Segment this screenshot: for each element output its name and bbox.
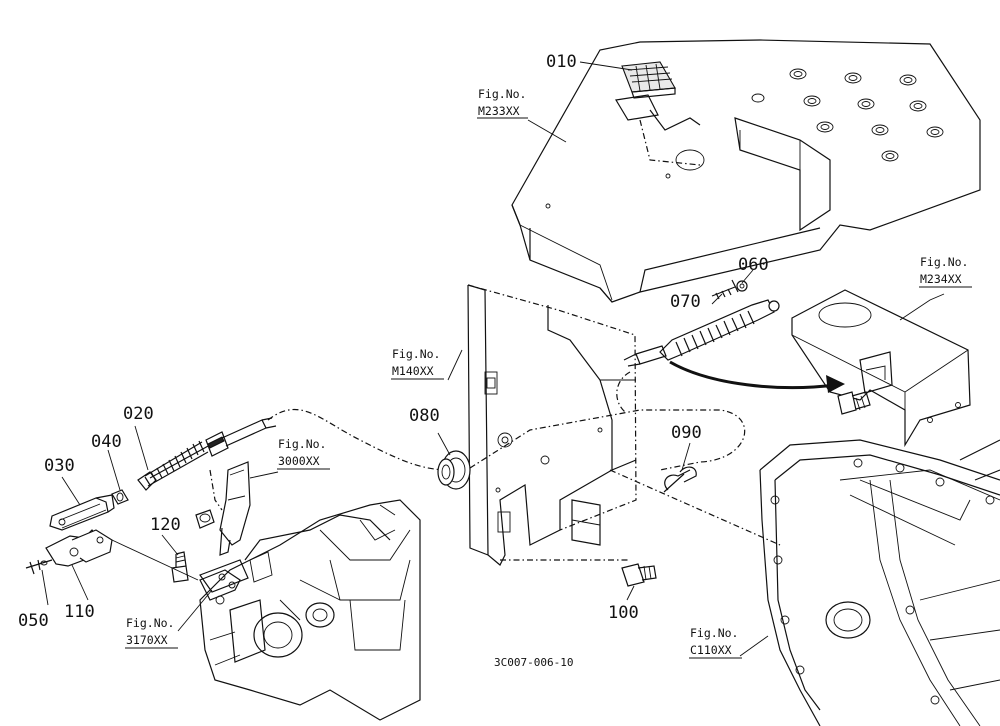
- bracket-bolt: [837, 391, 871, 415]
- fig-ref-code: M233XX: [478, 104, 520, 118]
- part-label-040: 040: [91, 432, 122, 452]
- fig-ref-label: Fig.No.: [478, 87, 526, 101]
- clip-090: [663, 466, 697, 493]
- part-label-100: 100: [608, 603, 639, 623]
- accelerator-pedal: [615, 61, 701, 166]
- pedal-bracket: [791, 289, 971, 448]
- mounting-panel: [467, 284, 781, 566]
- bolt-100: [621, 563, 657, 587]
- fig-ref-code: M234XX: [920, 272, 962, 286]
- assembly-arrow: [669, 360, 845, 393]
- part-label-110: 110: [64, 602, 95, 622]
- figure-references: Fig.No. M233XX Fig.No. M234XX Fig.No. M1…: [125, 87, 972, 659]
- governor-bracket: [195, 461, 251, 593]
- fig-ref-m140xx[interactable]: Fig.No. M140XX: [391, 347, 444, 380]
- part-label-010: 010: [546, 52, 577, 72]
- fig-ref-label: Fig.No.: [126, 616, 174, 630]
- part-number-labels: 010 020 030 040 050 060 070 080 090 100 …: [18, 52, 769, 631]
- fig-ref-label: Fig.No.: [392, 347, 440, 361]
- fig-ref-code: M140XX: [392, 364, 434, 378]
- part-label-050: 050: [18, 611, 49, 631]
- fig-ref-m233xx[interactable]: Fig.No. M233XX: [477, 87, 528, 119]
- fig-ref-3170xx[interactable]: Fig.No. 3170XX: [125, 616, 178, 649]
- part-label-020: 020: [123, 404, 154, 424]
- fig-ref-label: Fig.No.: [690, 626, 738, 640]
- fig-ref-label: Fig.No.: [278, 437, 326, 451]
- fig-ref-3000xx[interactable]: Fig.No. 3000XX: [277, 437, 330, 470]
- bolt-120: [171, 551, 189, 583]
- clevis-030: [49, 494, 115, 531]
- drawing-code: 3C007-006-10: [494, 656, 573, 669]
- part-label-060: 060: [738, 255, 769, 275]
- fig-ref-code: 3000XX: [278, 454, 320, 468]
- fig-ref-label: Fig.No.: [920, 255, 968, 269]
- fig-ref-c110xx[interactable]: Fig.No. C110XX: [689, 626, 742, 659]
- fig-ref-code: 3170XX: [126, 633, 168, 647]
- fig-ref-m234xx[interactable]: Fig.No. M234XX: [919, 255, 972, 288]
- grommet-080: [437, 450, 471, 490]
- step-plate: [511, 39, 981, 303]
- part-label-070: 070: [670, 292, 701, 312]
- leader-lines: [41, 61, 945, 657]
- return-spring-boot: [623, 279, 780, 367]
- engine-block: [199, 499, 421, 721]
- part-label-090: 090: [671, 423, 702, 443]
- part-label-030: 030: [44, 456, 75, 476]
- clevis-110: [45, 529, 199, 581]
- part-label-080: 080: [409, 406, 440, 426]
- part-label-120: 120: [150, 515, 181, 535]
- transmission-housing: [759, 439, 1000, 726]
- nut-040: [111, 489, 129, 505]
- accelerator-cable: [137, 371, 746, 491]
- pin-050: [25, 559, 53, 575]
- fig-ref-code: C110XX: [690, 643, 732, 657]
